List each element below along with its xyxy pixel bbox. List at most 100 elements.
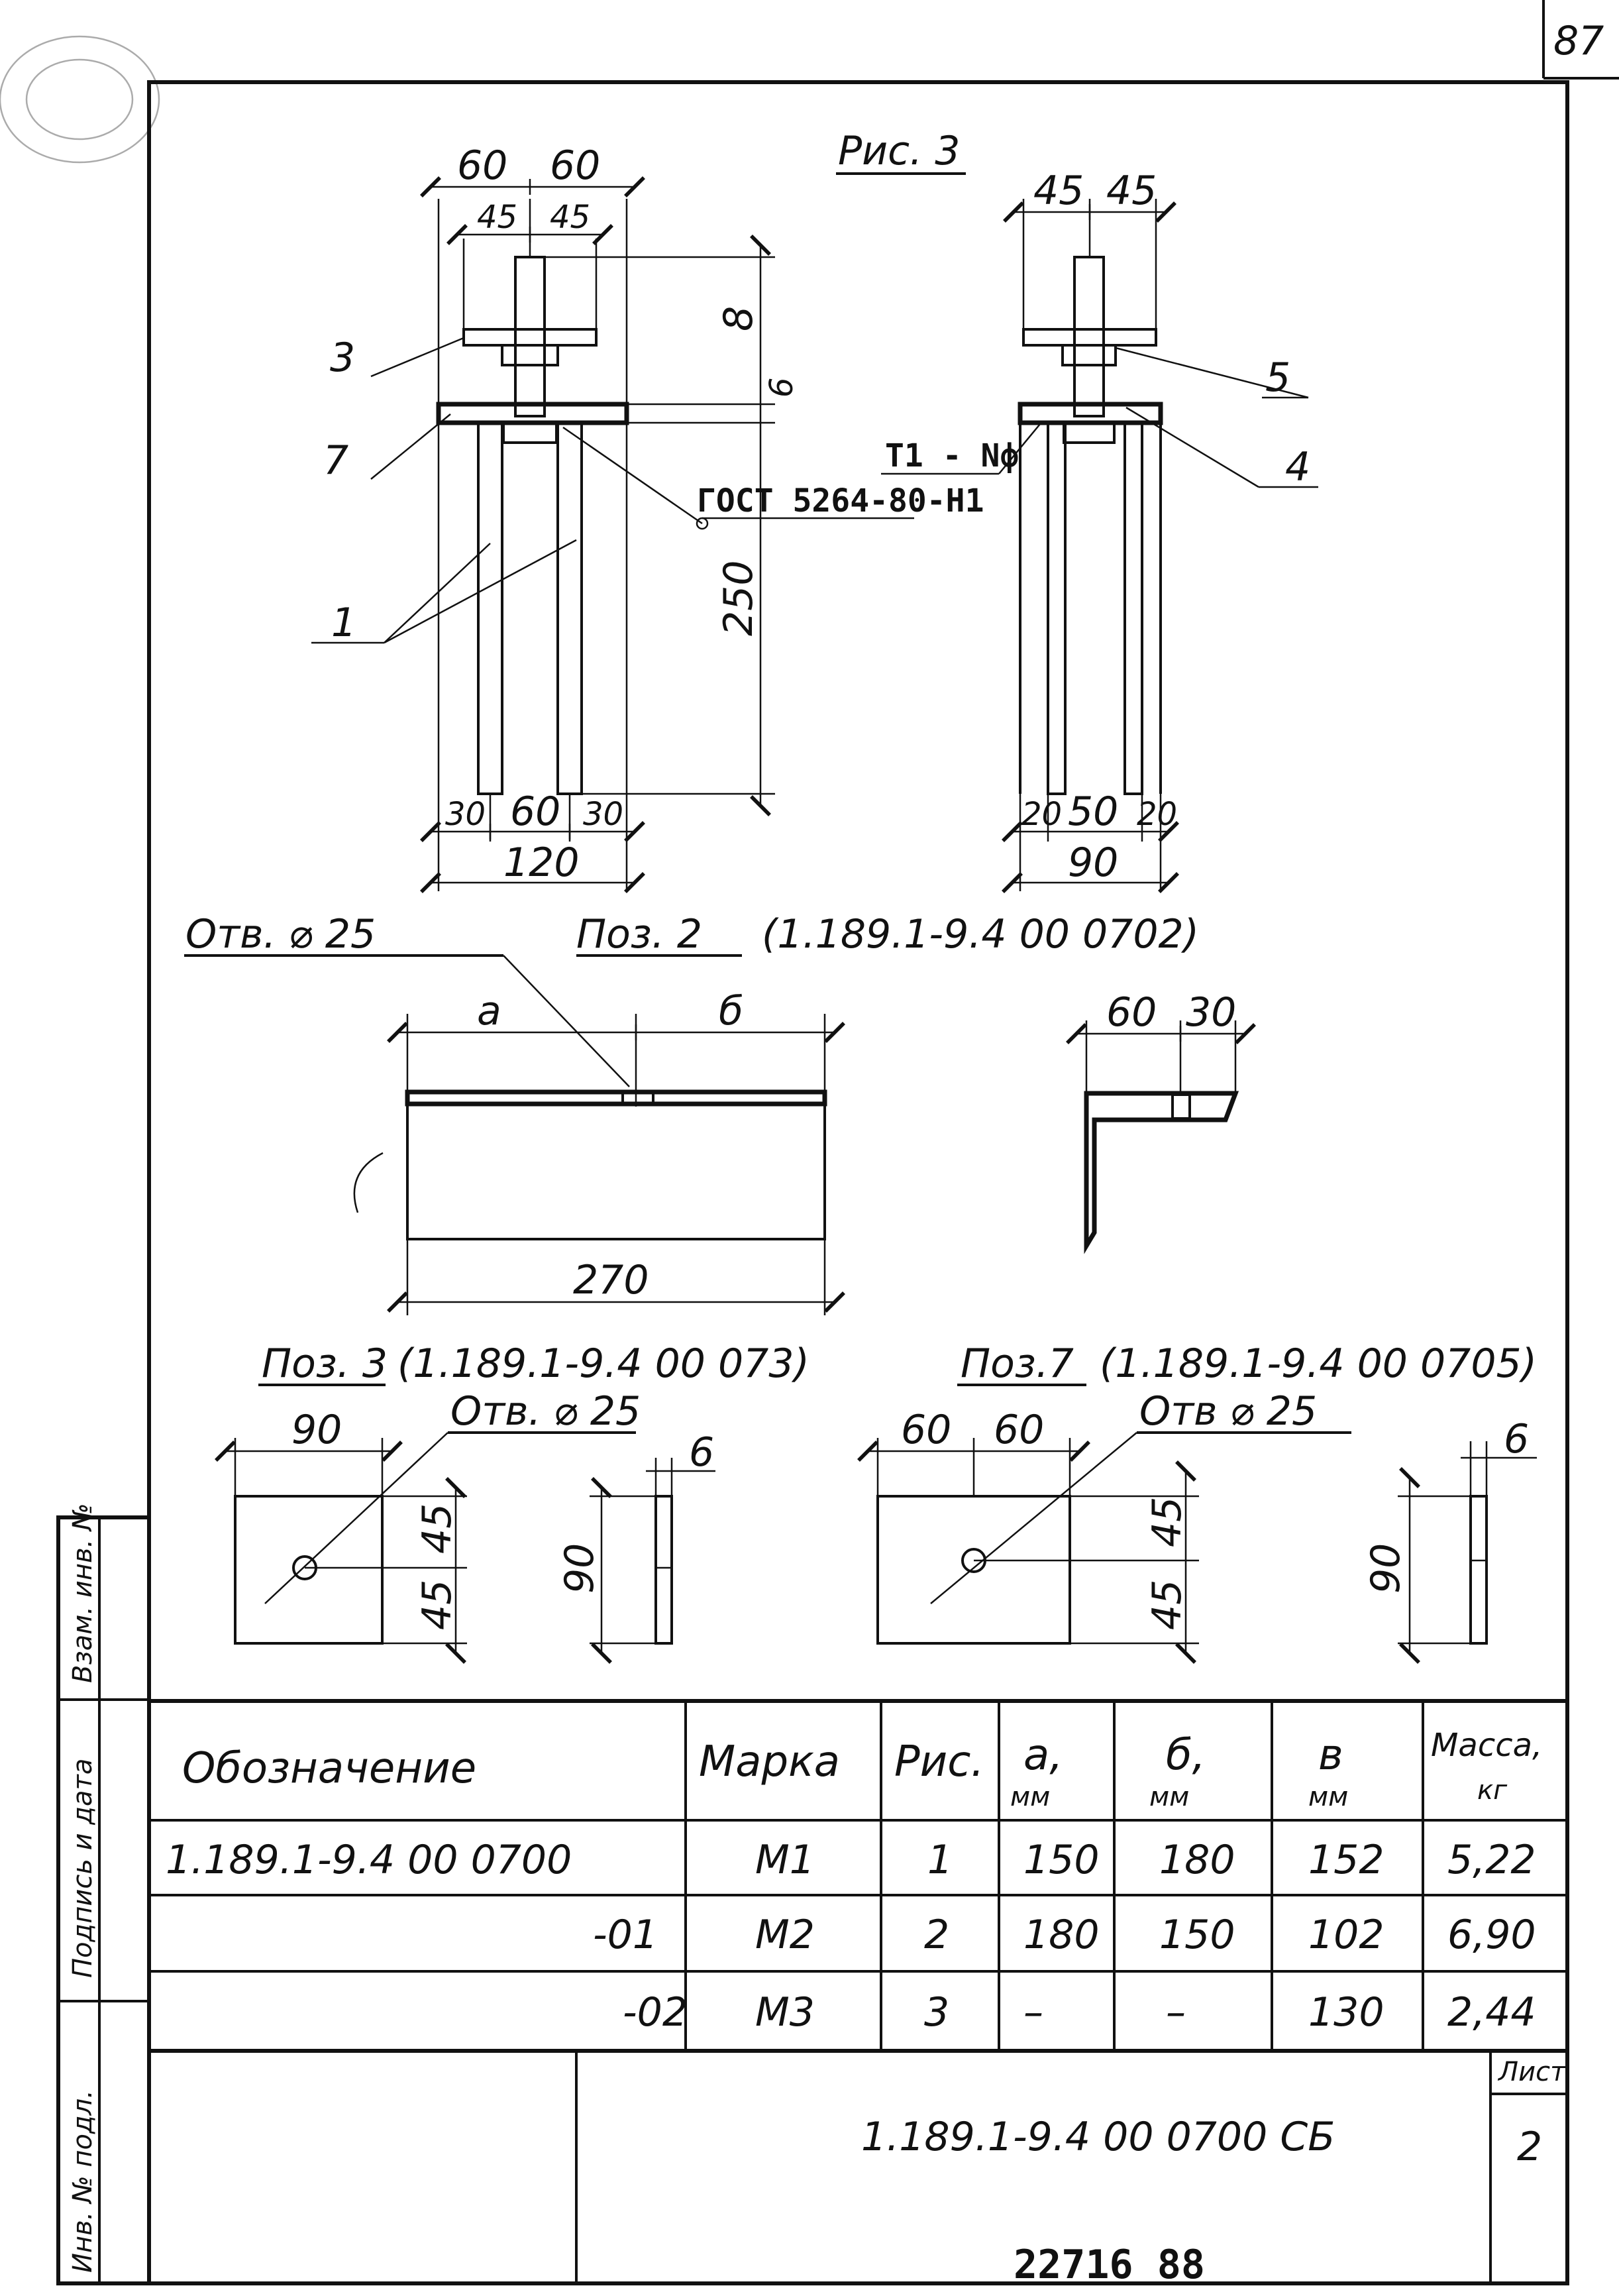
poz2-side-30: 30 [1186,989,1236,1036]
poz7-dim-45b: 45 [1144,1580,1190,1630]
row1-v: 152 [1308,1837,1384,1883]
th-v: в [1318,1731,1343,1780]
poz3-dim-45a: 45 [414,1503,460,1554]
figure-title: Рис. 3 [838,128,960,174]
th-mass-unit: кг [1477,1775,1508,1806]
poz2-dim-a: а [477,988,501,1034]
poz3-ref: (1.189.1-9.4 00 073) [397,1340,810,1387]
dim-v-8: 8 [715,306,762,331]
row2-v: 102 [1308,1912,1384,1958]
institute-stamp [0,35,160,164]
poz7-dim-60b: 60 [994,1407,1044,1453]
poz2-section: Отв. ⌀ 25 Поз. 2 (1.189.1-9.4 00 0702) а… [184,911,1256,1315]
dim-bot-30b: 30 [583,796,623,833]
poz3-section: Поз. 3 (1.189.1-9.4 00 073) Отв. ⌀ 25 90… [215,1340,810,1664]
callout-1: 1 [331,600,356,646]
row1-b: 180 [1159,1837,1235,1883]
sheet-label: Лист [1497,2057,1567,2087]
row1-ris: 1 [927,1837,953,1883]
fig3-right-view: 45 45 20 50 20 90 5 4 Т1 - Nф [881,168,1318,893]
row2-b: 150 [1159,1912,1235,1958]
th-v-unit: мм [1308,1782,1348,1812]
poz7-hole: Отв ⌀ 25 [1139,1388,1317,1435]
dim-right-45a: 45 [1033,168,1084,214]
row3-designation: -02 [623,1989,688,2036]
th-b-unit: мм [1149,1782,1189,1812]
dim-top-60a: 60 [457,142,507,189]
poz7-ref: (1.189.1-9.4 00 0705) [1100,1340,1537,1387]
poz7-section: Поз.7 (1.189.1-9.4 00 0705) Отв ⌀ 25 60 … [857,1340,1537,1664]
side-stamp-column [56,1515,151,2285]
break-mark [353,1152,384,1213]
row3-a: – [1023,1989,1043,2036]
poz3-dim-90w: 90 [291,1407,342,1453]
row2-a: 180 [1023,1912,1100,1958]
th-b: б, [1166,1731,1206,1780]
row3-marka: М3 [755,1989,815,2036]
callout-3: 3 [330,335,355,381]
dim-bot-60: 60 [510,789,560,835]
poz7-dim-45a: 45 [1144,1497,1190,1547]
dim-top-45b: 45 [550,199,590,236]
dim-v-250: 250 [715,560,762,636]
gost-label: ГОСТ 5264-80-Н1 [697,482,984,519]
poz2-dim-270: 270 [573,1257,649,1303]
page-number: 87 [1553,18,1604,64]
row2-designation: -01 [593,1912,658,1958]
row1-a: 150 [1023,1837,1100,1883]
poz3-dim-90h: 90 [556,1543,603,1594]
row1-mass: 5,22 [1447,1837,1536,1883]
poz2-dim-b: б [719,988,743,1034]
dim-v-6: 6 [763,377,800,398]
angle-profile [1084,1091,1239,1254]
poz2-hole: Отв. ⌀ 25 [185,911,376,957]
poz3-label: Поз. 3 [262,1340,388,1387]
dim-bot-30a: 30 [445,796,486,833]
weld-label: Т1 - Nф [885,437,1019,474]
poz3-dim-6: 6 [689,1429,714,1476]
poz2-side-60: 60 [1106,989,1157,1036]
row3-v: 130 [1308,1989,1384,2036]
row2-marka: М2 [755,1912,815,1958]
dim-bot-120: 120 [503,840,580,886]
stamp-inv-podl: Инв. № подл. [68,2090,98,2273]
poz7-label: Поз.7 [961,1340,1074,1387]
th-a-unit: мм [1010,1782,1050,1812]
poz2-ref: (1.189.1-9.4 00 0702) [762,911,1199,957]
stamp-vzam: Взам. инв. № [68,1503,98,1683]
th-marka: Марка [699,1737,840,1786]
stamp-podpis: Подпись и дата [68,1759,98,1978]
th-designation: Обозначение [182,1744,476,1793]
callout-4: 4 [1285,444,1310,490]
fig3-left-view: 60 60 45 45 8 6 250 30 60 30 120 3 7 1 [311,142,984,893]
callout-5: 5 [1265,355,1290,401]
poz3-dim-45b: 45 [414,1580,460,1630]
poz7-dim-60a: 60 [901,1407,951,1453]
row1-designation: 1.189.1-9.4 00 0700 [166,1837,572,1883]
drawing-frame [147,80,1569,2285]
callout-7: 7 [323,437,348,484]
sheet-number: 2 [1517,2124,1542,2170]
th-mass: Масса, [1431,1727,1542,1764]
dim-rbot-50: 50 [1068,789,1118,835]
poz3-hole: Отв. ⌀ 25 [450,1388,641,1435]
row3-mass: 2,44 [1447,1989,1536,2036]
title-block-frame: 1.189.1-9.4 00 0700 СБ Лист 2 [575,2051,1567,2283]
th-ris: Рис. [894,1737,984,1786]
poz2-label: Поз. 2 [576,911,702,957]
poz7-dim-6: 6 [1504,1416,1529,1462]
dim-rbot-20b: 20 [1137,796,1177,833]
poz7-dim-90h: 90 [1363,1543,1409,1594]
row1-marka: М1 [755,1837,815,1883]
row3-ris: 3 [924,1989,949,2036]
bottom-stamp: 22716 88 [1014,2242,1205,2288]
page-number-box: 87 [1542,0,1619,80]
dim-rbot-90: 90 [1068,840,1118,886]
dim-right-45b: 45 [1106,168,1157,214]
title-code: 1.189.1-9.4 00 0700 СБ [861,2114,1335,2160]
row2-mass: 6,90 [1447,1912,1536,1958]
dim-top-45a: 45 [477,199,517,236]
dim-top-60b: 60 [550,142,600,189]
dim-rbot-20a: 20 [1021,796,1062,833]
